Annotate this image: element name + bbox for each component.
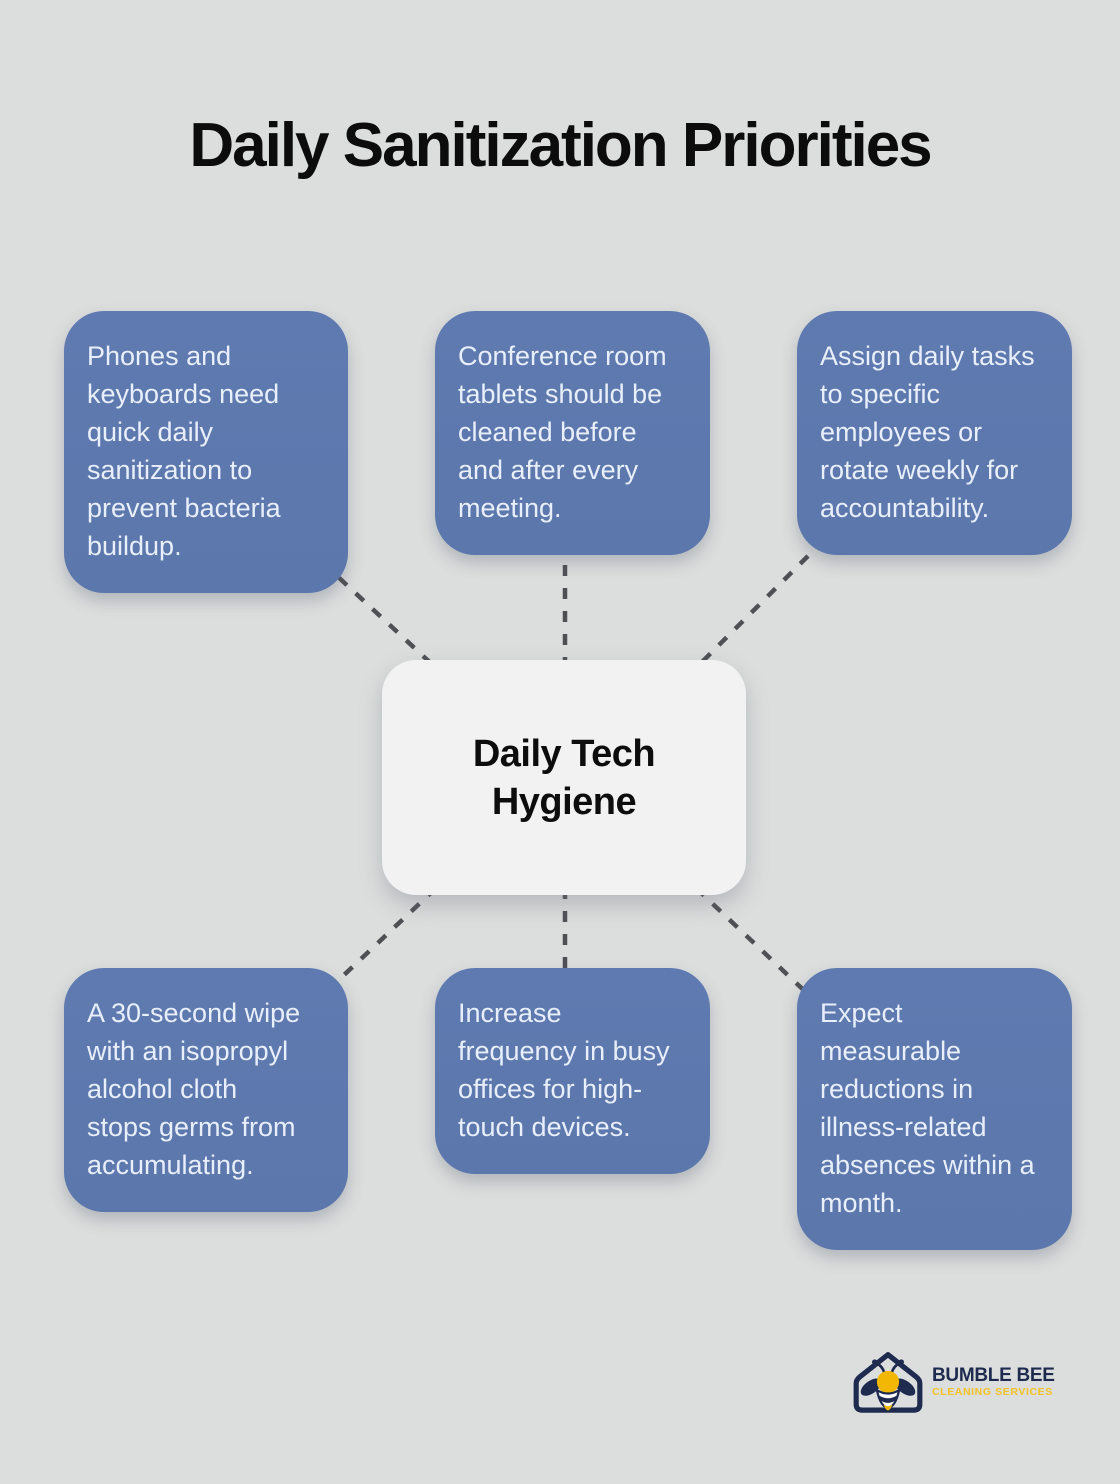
center-node-label: Daily Tech Hygiene <box>472 732 656 823</box>
node-text: Increase frequency in busy offices for h… <box>458 998 670 1142</box>
node-box-top-middle: Conference room tablets should be cleane… <box>435 311 710 555</box>
node-box-top-left: Phones and keyboards need quick daily sa… <box>64 311 348 593</box>
center-node: Daily Tech Hygiene <box>382 660 746 895</box>
node-box-bottom-left: A 30-second wipe with an isopropyl alcoh… <box>64 968 348 1212</box>
bumble-bee-logo: BUMBLE BEE CLEANING SERVICES <box>851 1350 1055 1414</box>
logo-tagline: CLEANING SERVICES <box>932 1385 1053 1398</box>
node-box-bottom-middle: Increase frequency in busy offices for h… <box>435 968 710 1174</box>
connector-line-top-right <box>694 554 810 670</box>
connector-line-bottom-left <box>324 886 438 994</box>
page-title: Daily Sanitization Priorities <box>189 111 932 180</box>
connector-line-bottom-right <box>694 886 814 1000</box>
logo-text-block: BUMBLE BEE CLEANING SERVICES <box>932 1364 1055 1399</box>
node-text: Conference room tablets should be cleane… <box>458 341 667 523</box>
node-text: A 30-second wipe with an isopropyl alcoh… <box>87 998 301 1180</box>
connector-line-top-left <box>320 560 438 670</box>
node-text: Expect measurable reductions in illness-… <box>820 998 1035 1218</box>
node-box-bottom-right: Expect measurable reductions in illness-… <box>797 968 1072 1250</box>
node-text: Assign daily tasks to specific employees… <box>820 341 1035 523</box>
node-text: Phones and keyboards need quick daily sa… <box>87 341 281 561</box>
node-box-top-right: Assign daily tasks to specific employees… <box>797 311 1072 555</box>
bee-house-icon <box>853 1352 923 1413</box>
logo-name: BUMBLE BEE <box>932 1364 1055 1386</box>
